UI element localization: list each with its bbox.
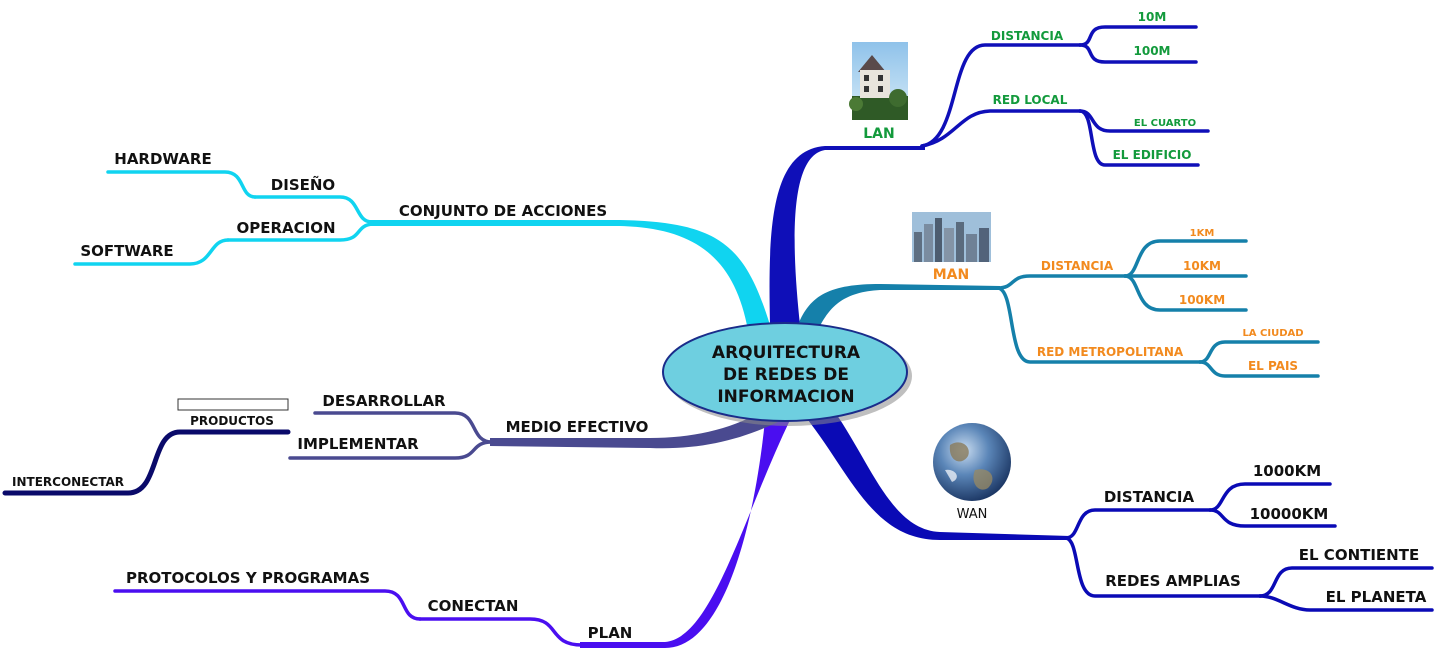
earth-globe	[933, 423, 1011, 501]
man-ciudad-label[interactable]: LA CIUDAD	[1242, 328, 1303, 339]
man-100km-label[interactable]: 100KM	[1179, 293, 1225, 307]
medio-labels: MEDIO EFECTIVO DESARROLLAR IMPLEMENTAR P…	[12, 392, 648, 489]
medio-implementar-label[interactable]: IMPLEMENTAR	[297, 435, 419, 453]
man-redmetro-line	[996, 286, 1202, 364]
plan-protocolos-line	[113, 589, 422, 621]
medio-desarrollar-label[interactable]: DESARROLLAR	[322, 392, 446, 410]
lan-cuarto-label[interactable]: EL CUARTO	[1134, 118, 1196, 129]
lan-10m-line	[1078, 25, 1198, 47]
plan-label[interactable]: PLAN	[588, 624, 633, 642]
lan-10m-label[interactable]: 10M	[1138, 10, 1167, 24]
center-title-line-2: DE REDES DE	[723, 365, 849, 385]
man-redmetro-label[interactable]: RED METROPOLITANA	[1037, 345, 1184, 359]
wan-planeta-line	[1258, 594, 1434, 612]
wan-redes-line	[1064, 536, 1262, 598]
lan-100m-line	[1078, 43, 1198, 64]
conjunto-label[interactable]: CONJUNTO DE ACCIONES	[399, 202, 607, 220]
plan-conectan-label[interactable]: CONECTAN	[428, 597, 519, 615]
productos-label[interactable]: PRODUCTOS	[190, 414, 274, 428]
conjunto-diseno-label[interactable]: DISEÑO	[271, 175, 335, 194]
interconectar-label[interactable]: INTERCONECTAR	[12, 475, 124, 489]
wan-distancia-label[interactable]: DISTANCIA	[1104, 488, 1195, 506]
man-labels: MAN DISTANCIA 1KM 10KM 100KM RED METROPO…	[933, 228, 1304, 373]
wan-redes-label[interactable]: REDES AMPLIAS	[1105, 572, 1241, 590]
lan-100m-label[interactable]: 100M	[1134, 44, 1171, 58]
wan-contiente-label[interactable]: EL CONTIENTE	[1299, 546, 1419, 564]
wan-1000km-label[interactable]: 1000KM	[1253, 462, 1321, 480]
branch-lan	[769, 146, 925, 325]
conjunto-software-label[interactable]: SOFTWARE	[80, 242, 173, 260]
sub-branches	[2, 25, 1434, 647]
man-label[interactable]: MAN	[933, 267, 969, 283]
man-distancia-label[interactable]: DISTANCIA	[1041, 259, 1114, 273]
man-1km-label[interactable]: 1KM	[1190, 228, 1215, 239]
conjunto-operacion-label[interactable]: OPERACION	[236, 219, 335, 237]
plan-labels: PLAN CONECTAN PROTOCOLOS Y PROGRAMAS	[126, 569, 632, 642]
house-photo	[849, 42, 908, 120]
conjunto-diseno-line	[253, 195, 374, 224]
city-skyline-photo	[912, 212, 991, 262]
man-pais-label[interactable]: EL PAIS	[1248, 359, 1298, 373]
lan-redlocal-label[interactable]: RED LOCAL	[993, 93, 1068, 107]
productos-box	[177, 398, 289, 411]
lan-distancia-line	[920, 43, 1082, 148]
man-10km-label[interactable]: 10KM	[1183, 259, 1221, 273]
center-title-line-3: INFORMACION	[717, 387, 854, 407]
wan-10000km-label[interactable]: 10000KM	[1250, 505, 1329, 523]
wan-planeta-label[interactable]: EL PLANETA	[1326, 588, 1427, 606]
conjunto-labels: CONJUNTO DE ACCIONES DISEÑO HARDWARE OPE…	[80, 150, 607, 260]
plan-conectan-line	[418, 617, 584, 647]
branch-conjunto	[370, 220, 770, 330]
man-pais-line	[1198, 360, 1320, 378]
wan-10000km-line	[1208, 508, 1337, 528]
lan-redlocal-line	[920, 109, 1082, 148]
conjunto-operacion-line	[226, 222, 374, 242]
branch-medio	[490, 412, 778, 449]
lan-label[interactable]: LAN	[863, 126, 894, 142]
lan-edificio-line	[1078, 109, 1200, 167]
productos-line	[2, 429, 291, 496]
center-node[interactable]: ARQUITECTURA DE REDES DE INFORMACION	[662, 322, 912, 426]
plan-protocolos-label[interactable]: PROTOCOLOS Y PROGRAMAS	[126, 569, 370, 587]
branch-man	[798, 284, 1000, 330]
wan-labels: WAN DISTANCIA 1000KM 10000KM REDES AMPLI…	[957, 462, 1427, 606]
lan-labels: LAN DISTANCIA 10M 100M RED LOCAL EL CUAR…	[863, 10, 1196, 162]
wan-distancia-line	[1064, 508, 1212, 540]
man-100km-line	[1123, 274, 1248, 312]
conjunto-hardware-label[interactable]: HARDWARE	[114, 150, 211, 168]
center-title-line-1: ARQUITECTURA	[712, 343, 861, 363]
lan-distancia-label[interactable]: DISTANCIA	[991, 29, 1064, 43]
branch-plan	[580, 420, 790, 648]
conjunto-hardware-line	[106, 170, 257, 199]
wan-label[interactable]: WAN	[957, 507, 988, 522]
conjunto-software-line	[73, 238, 230, 266]
medio-label[interactable]: MEDIO EFECTIVO	[506, 418, 649, 436]
man-distancia-line	[996, 274, 1127, 290]
medio-implementar-line	[288, 440, 494, 460]
lan-edificio-label[interactable]: EL EDIFICIO	[1113, 148, 1192, 162]
